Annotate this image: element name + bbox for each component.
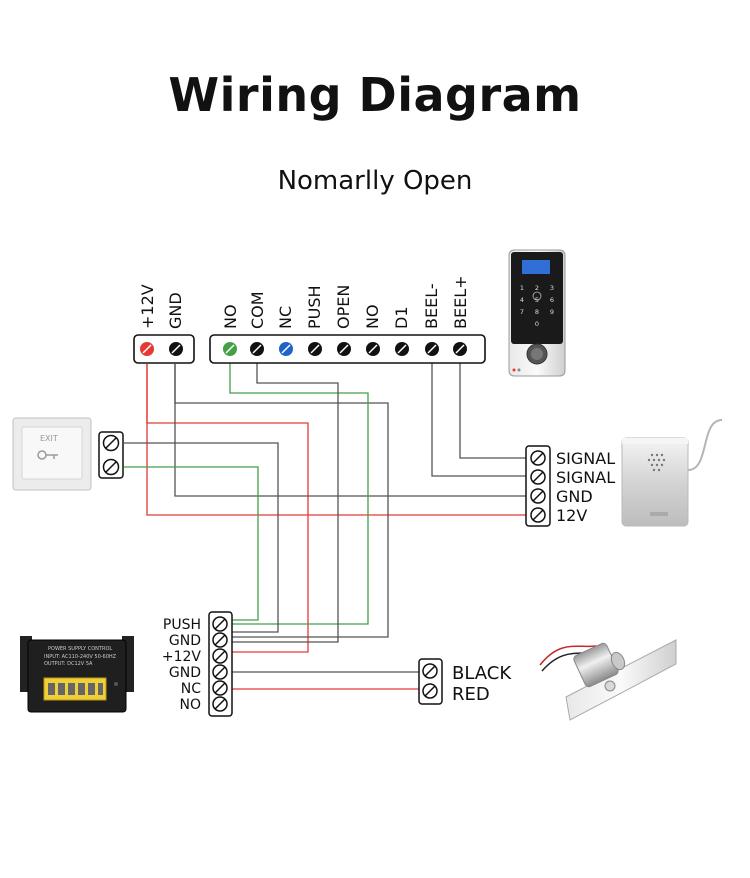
wires <box>124 362 526 690</box>
exit-button-label: EXIT <box>40 434 58 443</box>
label-no: NO <box>221 304 240 329</box>
lock-label-black: BLACK <box>452 663 512 684</box>
lock-bolt-icon <box>604 680 616 692</box>
svg-text:3: 3 <box>550 284 554 292</box>
psu-label-line2: INPUT: AC110-240V 50-60HZ <box>44 654 117 660</box>
wire-ctrl-12v-to-bell-12v <box>146 364 526 516</box>
psu-terminals <box>208 611 233 717</box>
label-nc: NC <box>276 306 295 329</box>
wire-beel-minus-to-signal <box>431 362 526 477</box>
svg-text:6: 6 <box>550 296 554 304</box>
wire-ctrl-com-to-psu-gnd <box>232 362 339 643</box>
label-open: OPEN <box>334 285 353 329</box>
psu-label-nc: NC <box>181 681 201 697</box>
bell-label-signal-2: SIGNAL <box>556 468 615 487</box>
terminal-open <box>337 342 351 356</box>
wire-ctrl-no-to-psu-push <box>229 362 369 625</box>
wire-exit-1-to-psu-gnd <box>124 442 279 633</box>
terminal-no-2 <box>366 342 380 356</box>
svg-text:1: 1 <box>520 284 524 292</box>
psu-label-gnd-2: GND <box>169 665 201 681</box>
lock-label-red: RED <box>452 684 490 705</box>
terminal-com <box>250 342 264 356</box>
keypad-screen <box>522 260 550 274</box>
exit-button-terminals <box>98 431 124 479</box>
bell-label-gnd: GND <box>556 487 593 506</box>
psu-label-push: PUSH <box>163 617 201 633</box>
svg-text:8: 8 <box>535 308 539 316</box>
terminal-nc <box>279 342 293 356</box>
controller-power-block <box>133 334 195 364</box>
bell-terminals <box>525 445 551 527</box>
psu-label-line3: OUTPUT: DC12V 5A <box>44 661 93 667</box>
svg-text:2: 2 <box>535 284 539 292</box>
psu-terminal-labels: PUSH GND +12V GND NC NO <box>162 617 202 713</box>
wire-beel-plus-to-signal <box>459 362 526 459</box>
label-no-2: NO <box>363 304 382 329</box>
label-push: PUSH <box>305 285 324 329</box>
wire-ctrl-gnd-to-bell-gnd <box>174 364 526 497</box>
psu-label-12v: +12V <box>162 649 202 665</box>
svg-text:4: 4 <box>520 296 524 304</box>
wire-ctrl-12v-to-psu-12v <box>146 364 309 653</box>
psu-label-line1: POWER SUPPLY CONTROL <box>48 646 112 652</box>
power-supply-device: POWER SUPPLY CONTROL INPUT: AC110-240V 5… <box>20 636 134 713</box>
electric-lock-device <box>539 639 677 721</box>
wire-ctrl-gnd-to-psu-gnd <box>174 364 389 638</box>
terminal-beel-minus <box>425 342 439 356</box>
psu-label-no: NO <box>180 697 202 713</box>
label-d1: D1 <box>392 307 411 330</box>
label-12v: +12V <box>138 284 157 329</box>
label-gnd: GND <box>166 292 185 329</box>
svg-text:9: 9 <box>550 308 554 316</box>
wire-exit-2-to-psu-push <box>124 466 259 621</box>
terminal-d1 <box>395 342 409 356</box>
controller-signal-block <box>209 334 486 364</box>
bell-label-signal-1: SIGNAL <box>556 449 615 468</box>
terminal-no <box>223 342 237 356</box>
bell-terminal-labels: SIGNAL SIGNAL GND 12V <box>556 449 615 525</box>
label-beel-minus: BEEL- <box>422 283 441 329</box>
exit-button-device: EXIT <box>12 417 92 491</box>
page-title: Wiring Diagram <box>168 68 582 122</box>
svg-text:7: 7 <box>520 308 524 316</box>
label-beel-plus: BEEL+ <box>451 275 470 329</box>
controller-terminal-labels: +12V GND NO COM NC PUSH OPEN NO D1 BEEL-… <box>138 275 470 329</box>
psu-label-gnd: GND <box>169 633 201 649</box>
speaker-grille-icon <box>647 453 666 472</box>
terminal-push <box>308 342 322 356</box>
svg-text:0: 0 <box>535 320 539 328</box>
lock-terminal-labels: BLACK RED <box>452 663 512 705</box>
bell-device <box>621 419 723 527</box>
label-com: COM <box>248 291 267 329</box>
lock-terminals <box>418 658 443 705</box>
bell-label-12v: 12V <box>556 506 587 525</box>
page-subtitle: Nomarlly Open <box>277 166 473 196</box>
terminal-beel-plus <box>453 342 467 356</box>
keypad-device: 1 2 3 4 5 6 7 8 9 0 <box>508 249 566 377</box>
